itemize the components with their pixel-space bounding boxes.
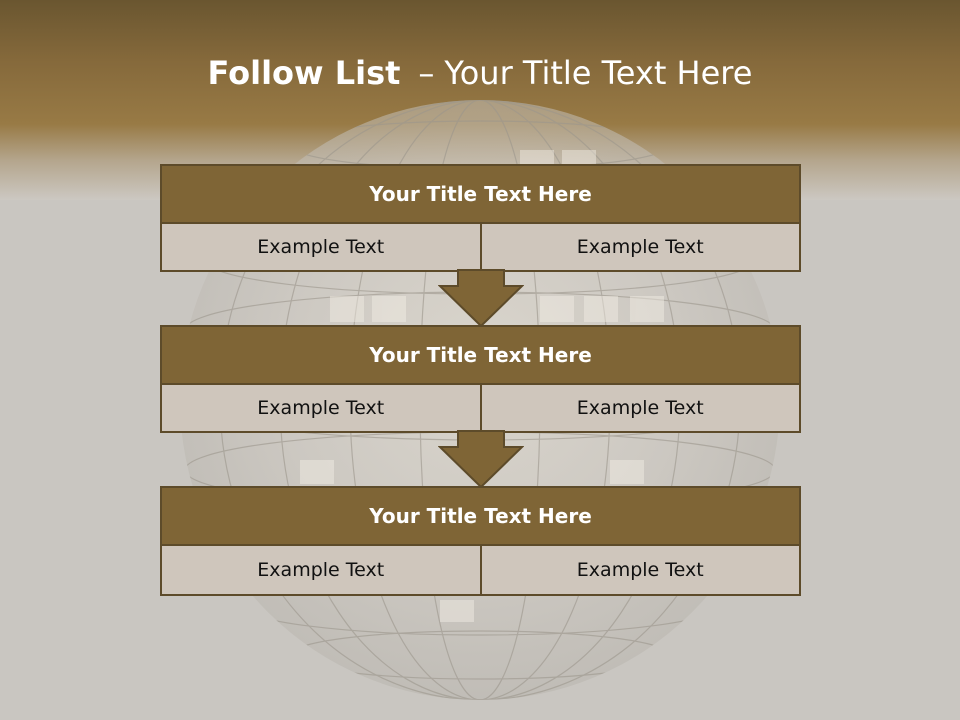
block-row: Example Text Example Text <box>162 224 799 270</box>
slide-title: Follow List–Your Title Text Here <box>0 54 960 92</box>
block-cell-right: Example Text <box>479 224 800 270</box>
slide-title-rest: Your Title Text Here <box>444 54 753 92</box>
list-block-3: Your Title Text Here Example Text Exampl… <box>160 486 801 596</box>
block-cell-right: Example Text <box>479 546 800 594</box>
block-row: Example Text Example Text <box>162 546 799 594</box>
list-block-1: Your Title Text Here Example Text Exampl… <box>160 164 801 272</box>
block-cell-left: Example Text <box>257 559 385 581</box>
down-arrow-icon <box>438 430 524 489</box>
block-title: Your Title Text Here <box>162 166 799 224</box>
block-title: Your Title Text Here <box>162 327 799 385</box>
block-cell-left: Example Text <box>257 397 385 419</box>
block-cell-right: Example Text <box>479 385 800 431</box>
slide-title-dash: – <box>418 54 435 92</box>
block-title: Your Title Text Here <box>162 488 799 546</box>
down-arrow-icon <box>438 269 524 328</box>
slide-title-bold: Follow List <box>207 54 401 92</box>
list-block-2: Your Title Text Here Example Text Exampl… <box>160 325 801 433</box>
block-cell-left: Example Text <box>257 236 385 258</box>
block-row: Example Text Example Text <box>162 385 799 431</box>
